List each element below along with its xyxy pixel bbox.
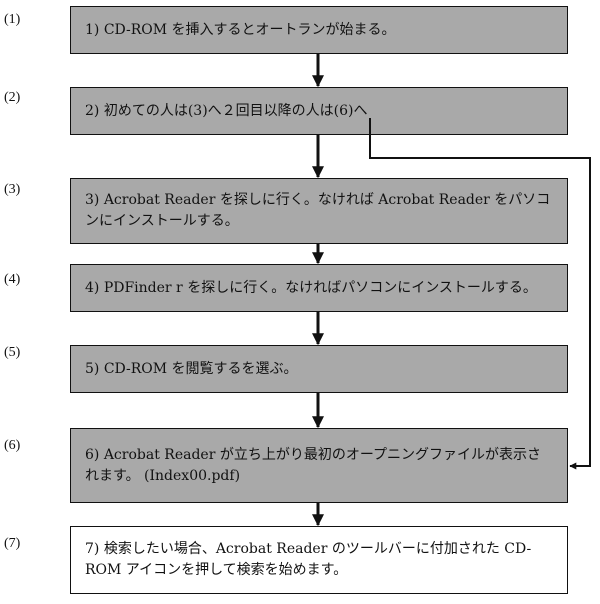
step-box-3: 3) Acrobat Reader を探しに行く。なければ Acrobat Re… <box>70 178 568 244</box>
step-box-4: 4) PDFinder r を探しに行く。なければパソコンにインストールする。 <box>70 264 568 312</box>
step-box-7: 7) 検索したい場合、Acrobat Reader のツールバーに付加された C… <box>70 526 568 594</box>
step-text-4: 4) PDFinder r を探しに行く。なければパソコンにインストールする。 <box>85 279 537 296</box>
step-box-5: 5) CD-ROM を閲覧するを選ぶ。 <box>70 345 568 393</box>
step-number-3: (3) <box>4 182 21 197</box>
step-text-3: 3) Acrobat Reader を探しに行く。なければ Acrobat Re… <box>85 192 551 229</box>
step-number-6: (6) <box>4 438 21 453</box>
step-number-5: (5) <box>4 345 21 360</box>
step-number-4: (4) <box>4 272 21 287</box>
step-text-2: 2) 初めての人は(3)へ２回目以降の人は(6)へ <box>85 102 368 119</box>
step-text-1: 1) CD-ROM を挿入するとオートランが始まる。 <box>85 21 396 38</box>
step-text-6: 6) Acrobat Reader が立ち上がり最初のオープニングファイルが表示… <box>85 446 541 484</box>
skip-connector-2-to-6 <box>369 118 591 470</box>
step-box-6: 6) Acrobat Reader が立ち上がり最初のオープニングファイルが表示… <box>70 428 568 503</box>
step-number-2: (2) <box>4 90 21 105</box>
step-text-5: 5) CD-ROM を閲覧するを選ぶ。 <box>85 360 298 377</box>
step-box-2: 2) 初めての人は(3)へ２回目以降の人は(6)へ <box>70 87 568 135</box>
step-text-7: 7) 検索したい場合、Acrobat Reader のツールバーに付加された C… <box>85 541 532 578</box>
step-number-7: (7) <box>4 536 21 551</box>
step-number-1: (1) <box>4 12 21 27</box>
step-box-1: 1) CD-ROM を挿入するとオートランが始まる。 <box>70 6 568 54</box>
